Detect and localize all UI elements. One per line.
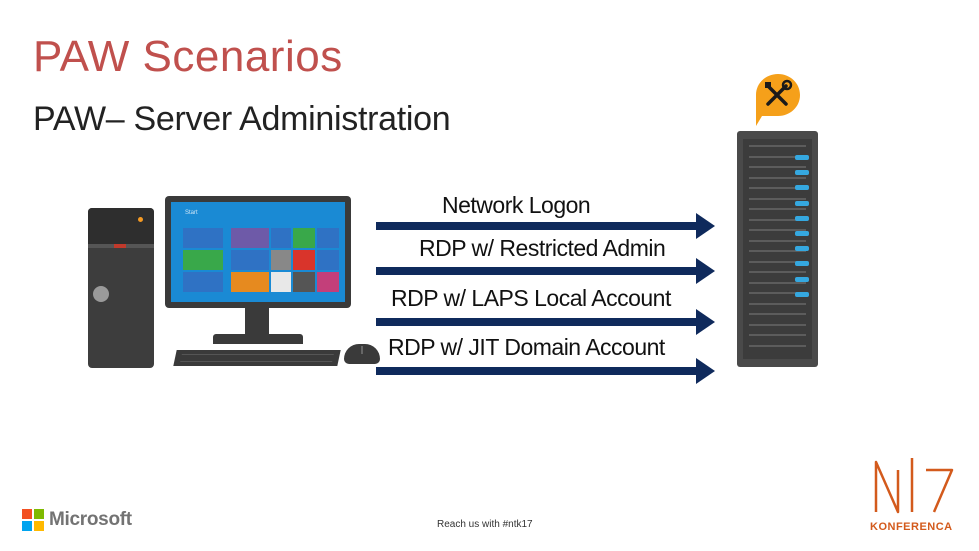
server-slot (749, 302, 806, 305)
connection-arrow (376, 258, 716, 284)
start-tile (231, 228, 269, 248)
server-slot (749, 187, 806, 189)
server-slot (749, 260, 806, 263)
pc-tower (88, 208, 154, 368)
start-tile (293, 272, 315, 292)
start-tile (271, 228, 291, 248)
server-slot (749, 344, 806, 347)
monitor: Start (165, 196, 351, 308)
tools-icon (754, 72, 802, 128)
server-status-light (795, 291, 809, 297)
server-slot (749, 239, 806, 242)
start-tile (183, 228, 223, 248)
server-slot (749, 145, 806, 147)
server-status-light (795, 261, 809, 267)
monitor-screen: Start (171, 202, 345, 302)
connection-arrow (376, 358, 716, 384)
start-tile (231, 272, 269, 292)
server-slot (749, 229, 806, 231)
connection-arrow (376, 213, 716, 239)
connection-label-jit-domain: RDP w/ JIT Domain Account (388, 334, 665, 360)
start-tile (271, 250, 291, 270)
monitor-base (213, 334, 303, 344)
start-tile (271, 272, 291, 292)
server-slot (749, 218, 806, 221)
connection-arrow (376, 309, 716, 335)
server-slot (749, 176, 806, 179)
server-status-light (795, 155, 809, 160)
server-icon (737, 131, 818, 367)
start-tile (183, 272, 223, 292)
server-slot (749, 166, 806, 168)
start-tile (317, 272, 339, 292)
server-slot (749, 271, 806, 273)
server-slot (749, 281, 806, 284)
start-tile (183, 250, 223, 270)
microsoft-logo: Microsoft (22, 509, 132, 531)
monitor-stand (245, 308, 269, 336)
server-status-light (795, 170, 809, 176)
server-status-light (795, 276, 809, 282)
connection-label-network-logon: Network Logon (442, 192, 591, 218)
start-screen-label: Start (185, 210, 198, 216)
server-slot (749, 292, 806, 294)
microsoft-wordmark: Microsoft (49, 509, 132, 530)
footer-hashtag: Reach us with #ntk17 (437, 519, 533, 530)
server-slot (749, 155, 806, 158)
server-slot (749, 313, 806, 315)
power-button-icon (93, 286, 109, 302)
server-slot (749, 323, 806, 326)
server-status-light (795, 215, 809, 221)
connection-label-restricted-admin: RDP w/ Restricted Admin (419, 235, 666, 261)
server-status-light (795, 246, 809, 252)
start-tile (293, 228, 315, 248)
slide-title: PAW Scenarios (33, 32, 343, 81)
slide-subtitle: PAW– Server Administration (33, 100, 451, 138)
mouse-icon (344, 344, 380, 364)
ntk-logo-icon (868, 452, 960, 542)
start-tile (293, 250, 315, 270)
start-tile (317, 228, 339, 248)
server-slot (749, 197, 806, 200)
connection-label-laps-local: RDP w/ LAPS Local Account (391, 285, 671, 311)
keyboard-icon (173, 350, 341, 366)
server-status-light (795, 200, 809, 206)
start-tile (231, 250, 269, 270)
microsoft-squares-icon (22, 509, 44, 531)
start-tile (317, 250, 339, 270)
server-status-light (795, 231, 809, 236)
server-slot (749, 250, 806, 252)
server-slot (749, 208, 806, 210)
server-slot (749, 334, 806, 336)
konferenca-label: KONFERENCA (870, 521, 953, 533)
server-status-light (795, 185, 809, 191)
